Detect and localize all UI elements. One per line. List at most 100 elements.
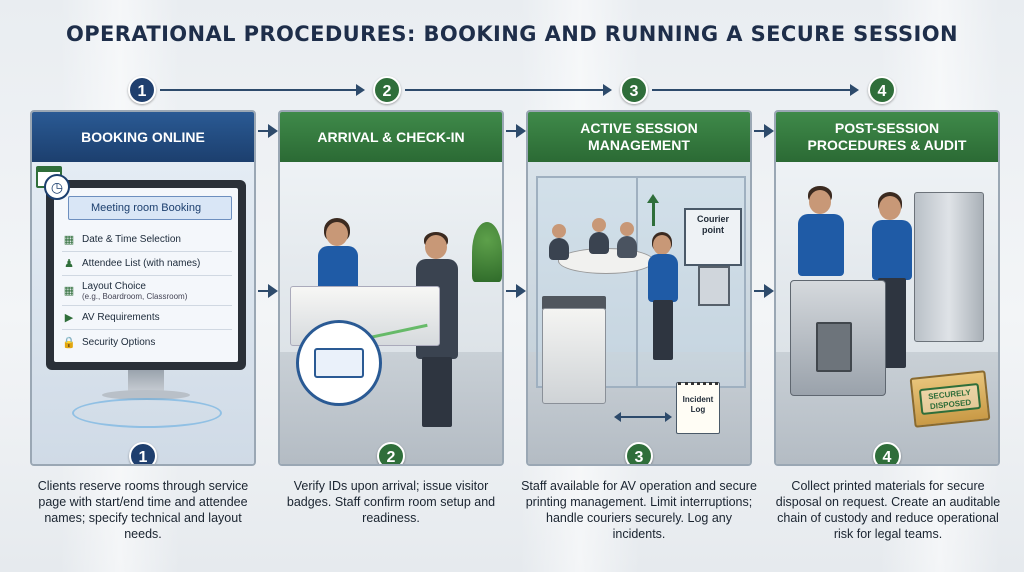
courier-drop-box bbox=[698, 266, 730, 306]
torso bbox=[617, 236, 637, 258]
layout-icon: ▦ bbox=[63, 285, 75, 297]
booking-illustration: ◷ Meeting room Booking ▦ Date & Time Sel… bbox=[32, 162, 254, 464]
checkin-illustration bbox=[280, 162, 502, 464]
head bbox=[653, 235, 671, 255]
head bbox=[809, 190, 831, 214]
timeline-step-1: 1 bbox=[128, 76, 156, 104]
step-header: ACTIVE SESSION MANAGEMENT bbox=[528, 112, 750, 162]
secure-cabinet bbox=[914, 192, 984, 342]
list-item-sub: (e.g., Boardroom, Classroom) bbox=[82, 291, 188, 301]
monitor: Meeting room Booking ▦ Date & Time Selec… bbox=[46, 180, 246, 370]
legs bbox=[653, 300, 673, 360]
meeting-room-scene: Courier point Incident Log bbox=[528, 162, 750, 464]
up-arrow-icon bbox=[647, 194, 659, 226]
page-title: OPERATIONAL PROCEDURES: BOOKING AND RUNN… bbox=[65, 22, 959, 46]
torso bbox=[549, 238, 569, 260]
timeline-line bbox=[652, 89, 852, 91]
printer-top bbox=[542, 296, 606, 310]
session-illustration: Courier point Incident Log bbox=[528, 162, 750, 464]
step-header: BOOKING ONLINE bbox=[32, 112, 254, 162]
double-arrow-icon bbox=[614, 412, 672, 422]
flow-arrow-icon bbox=[516, 124, 526, 138]
flow-line bbox=[506, 130, 518, 132]
glass-partition bbox=[636, 176, 638, 388]
incident-log-notebook: Incident Log bbox=[676, 382, 720, 434]
booking-screen-title: Meeting room Booking bbox=[68, 196, 232, 220]
torso bbox=[872, 220, 912, 280]
head bbox=[425, 235, 447, 259]
list-item-text: Layout Choice (e.g., Boardroom, Classroo… bbox=[82, 281, 187, 301]
lobby-scene bbox=[280, 162, 502, 464]
courier-point-sign: Courier point bbox=[684, 208, 742, 266]
timeline-arrow-icon bbox=[356, 84, 365, 96]
step-number-badge: 3 bbox=[625, 442, 653, 464]
flow-line bbox=[506, 290, 518, 292]
timeline-arrow-icon bbox=[603, 84, 612, 96]
printer-icon bbox=[542, 308, 606, 404]
disposal-scene: SECURELY DISPOSED bbox=[776, 162, 998, 464]
monitor-stand bbox=[128, 370, 164, 392]
list-item-label: AV Requirements bbox=[82, 312, 160, 323]
list-item: ▦ Layout Choice (e.g., Boardroom, Classr… bbox=[62, 276, 232, 306]
step-number-badge: 1 bbox=[129, 442, 157, 464]
list-item: ▶ AV Requirements bbox=[62, 306, 232, 330]
step-caption: Staff available for AV operation and sec… bbox=[521, 479, 757, 541]
shredder-window bbox=[816, 322, 852, 372]
flow-arrow-icon bbox=[516, 284, 526, 298]
list-item: ▦ Date & Time Selection bbox=[62, 228, 232, 252]
attendees-icon: ♟ bbox=[64, 258, 74, 270]
list-item: 🔒 Security Options bbox=[62, 330, 232, 354]
torso bbox=[798, 214, 844, 276]
ripple-decoration bbox=[72, 398, 222, 428]
flow-line bbox=[754, 130, 766, 132]
step-caption: Verify IDs upon arrival; issue visitor b… bbox=[286, 479, 496, 525]
top-timeline: 1 2 3 4 bbox=[0, 76, 1024, 106]
timeline-line bbox=[160, 89, 358, 91]
head bbox=[326, 222, 348, 246]
visitor-badge-icon bbox=[314, 348, 364, 378]
torso bbox=[589, 232, 609, 254]
lock-icon: 🔒 bbox=[62, 336, 76, 349]
booking-screen: Meeting room Booking ▦ Date & Time Selec… bbox=[54, 188, 238, 362]
timeline-step-2: 2 bbox=[373, 76, 401, 104]
step-header: POST-SESSION PROCEDURES & AUDIT bbox=[776, 112, 998, 162]
clock-icon: ◷ bbox=[44, 174, 70, 200]
step-header: ARRIVAL & CHECK-IN bbox=[280, 112, 502, 162]
step-number-badge: 2 bbox=[377, 442, 405, 464]
list-item-label: Attendee List (with names) bbox=[82, 258, 201, 269]
list-item-label: Layout Choice bbox=[82, 280, 146, 292]
step-caption: Collect printed materials for secure dis… bbox=[775, 479, 1001, 541]
torso bbox=[648, 254, 678, 302]
step-panel-audit: POST-SESSION PROCEDURES & AUDIT SECURELY… bbox=[774, 110, 1000, 466]
head bbox=[879, 196, 901, 220]
notebook-rings bbox=[678, 382, 718, 388]
flow-arrow-icon bbox=[764, 124, 774, 138]
list-item-label: Security Options bbox=[82, 336, 156, 348]
calendar-icon: ▦ bbox=[63, 234, 75, 246]
flow-arrow-icon bbox=[268, 284, 278, 298]
head bbox=[620, 222, 634, 236]
timeline-line bbox=[405, 89, 605, 91]
step-panel-session: ACTIVE SESSION MANAGEMENT bbox=[526, 110, 752, 466]
timeline-arrow-icon bbox=[850, 84, 859, 96]
list-item: ♟ Attendee List (with names) bbox=[62, 252, 232, 276]
step-number-badge: 4 bbox=[873, 442, 901, 464]
head bbox=[552, 224, 566, 238]
step-panel-booking: BOOKING ONLINE ◷ Meeting room Booking ▦ … bbox=[30, 110, 256, 466]
step-panel-checkin: ARRIVAL & CHECK-IN 2 bbox=[278, 110, 504, 466]
monitor-base bbox=[102, 390, 190, 400]
flow-line bbox=[754, 290, 766, 292]
flow-line bbox=[258, 130, 270, 132]
av-icon: ▶ bbox=[64, 312, 74, 324]
flow-line bbox=[258, 290, 270, 292]
flow-arrow-icon bbox=[764, 284, 774, 298]
list-item-label: Date & Time Selection bbox=[82, 234, 181, 245]
step-caption: Clients reserve rooms through service pa… bbox=[37, 479, 249, 541]
audit-illustration: SECURELY DISPOSED bbox=[776, 162, 998, 464]
flow-arrow-icon bbox=[268, 124, 278, 138]
timeline-step-4: 4 bbox=[868, 76, 896, 104]
booking-options-list: ▦ Date & Time Selection ♟ Attendee List … bbox=[62, 228, 232, 354]
head bbox=[592, 218, 606, 232]
legs bbox=[422, 357, 452, 427]
timeline-step-3: 3 bbox=[620, 76, 648, 104]
